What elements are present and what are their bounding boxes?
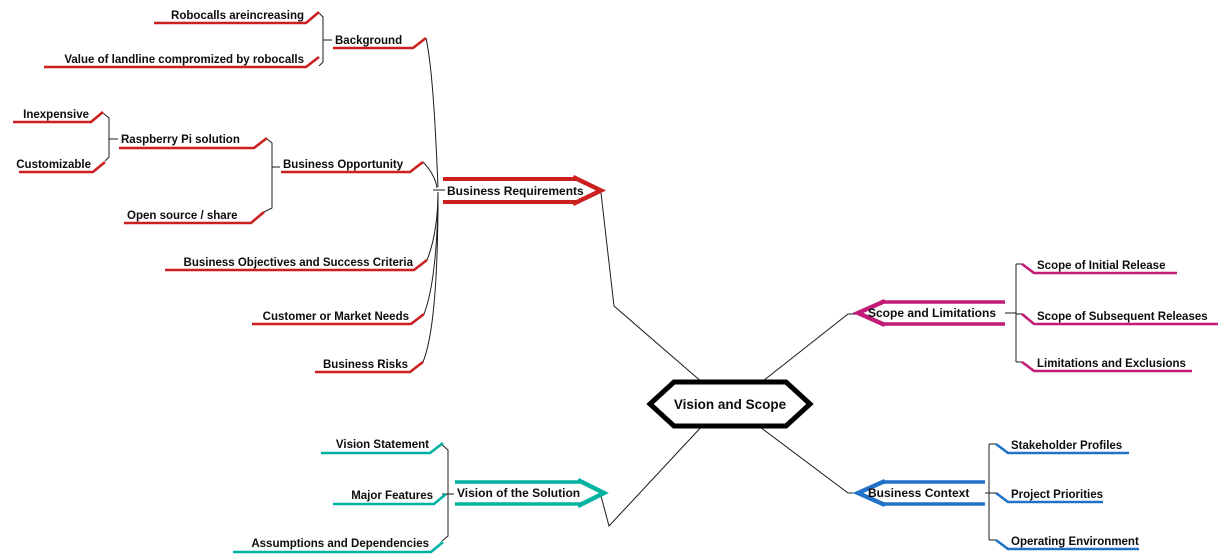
priorities-underline	[995, 491, 1103, 504]
node-business-risks[interactable]: Business Risks	[315, 359, 424, 374]
node-inexpensive[interactable]: Inexpensive	[13, 109, 104, 124]
node-vision-statement[interactable]: Vision Statement	[321, 439, 444, 455]
vision-statement-label: Vision Statement	[336, 439, 429, 451]
branch-business-requirements: Robocalls areincreasing Value of landlin…	[13, 10, 704, 384]
customizable-label: Customizable	[16, 159, 91, 171]
environment-label: Operating Environment	[1011, 536, 1139, 548]
wire-objectives-to-parent	[426, 191, 439, 261]
wire-requirements-to-center	[600, 192, 704, 384]
node-scope-and-limitations[interactable]: Scope and Limitations	[852, 298, 1005, 328]
node-robocalls-increasing[interactable]: Robocalls areincreasing	[154, 10, 320, 25]
limitations-underline	[1021, 360, 1192, 373]
customizable-underline	[19, 161, 106, 174]
assumptions-underline	[233, 541, 444, 554]
stakeholder-underline	[995, 442, 1129, 455]
wire-customer-to-parent	[423, 192, 439, 315]
node-customer-market-needs[interactable]: Customer or Market Needs	[252, 311, 425, 326]
bracket-scope-children	[1015, 263, 1022, 363]
node-stakeholder-profiles[interactable]: Stakeholder Profiles	[995, 440, 1129, 455]
raspberrypi-underline	[119, 136, 268, 150]
major-features-underline	[333, 493, 447, 506]
context-arrowhead	[852, 478, 886, 508]
wire-scope-to-center	[762, 313, 857, 382]
customer-label: Customer or Market Needs	[263, 311, 409, 323]
objectives-label: Business Objectives and Success Criteria	[184, 257, 414, 269]
requirements-arrowhead	[572, 175, 607, 206]
center-label: Vision and Scope	[674, 397, 787, 412]
assumptions-label: Assumptions and Dependencies	[251, 538, 429, 550]
inexpensive-underline	[13, 111, 104, 124]
vision-label: Vision of the Solution	[457, 486, 580, 500]
stakeholder-label: Stakeholder Profiles	[1011, 440, 1122, 452]
risks-label: Business Risks	[323, 359, 408, 371]
node-scope-initial-release[interactable]: Scope of Initial Release	[1021, 260, 1177, 275]
branch-scope-and-limitations: Scope and Limitations Scope of Initial R…	[762, 260, 1218, 382]
risks-underline	[315, 360, 424, 374]
subsequent-releases-label: Scope of Subsequent Releases	[1037, 311, 1208, 323]
background-label: Background	[335, 35, 402, 47]
wire-context-to-center	[759, 426, 857, 494]
bracket-opportunity-children	[263, 138, 280, 213]
wire-background-to-parent	[425, 37, 439, 188]
wire-risks-to-parent	[422, 193, 439, 363]
objectives-underline	[165, 258, 428, 272]
node-business-requirements[interactable]: Business Requirements	[443, 175, 607, 206]
node-customizable[interactable]: Customizable	[16, 159, 106, 174]
node-value-of-landline[interactable]: Value of landline compromized by robocal…	[44, 54, 320, 69]
node-assumptions-dependencies[interactable]: Assumptions and Dependencies	[233, 538, 444, 554]
landline-underline	[44, 55, 320, 69]
node-limitations-exclusions[interactable]: Limitations and Exclusions	[1021, 358, 1192, 373]
node-business-context[interactable]: Business Context	[852, 478, 985, 508]
subsequent-releases-underline	[1021, 313, 1218, 326]
landline-label: Value of landline compromized by robocal…	[64, 54, 304, 66]
branch-vision-of-the-solution: Vision Statement Major Features Assumpti…	[233, 423, 705, 554]
vision-arrowhead	[577, 478, 609, 508]
background-underline	[333, 36, 427, 50]
node-scope-subsequent-releases[interactable]: Scope of Subsequent Releases	[1021, 311, 1218, 326]
opportunity-label: Business Opportunity	[283, 159, 404, 171]
wire-vision-to-center	[600, 423, 705, 528]
bracket-background-children	[318, 12, 332, 67]
node-business-opportunity[interactable]: Business Opportunity	[281, 159, 424, 174]
vision-statement-underline	[321, 441, 444, 455]
environment-underline	[995, 538, 1139, 551]
node-raspberry-pi-solution[interactable]: Raspberry Pi solution	[119, 134, 268, 150]
node-major-features[interactable]: Major Features	[333, 490, 447, 506]
opportunity-underline	[281, 160, 424, 174]
bracket-vision-children	[440, 443, 454, 542]
initial-release-underline	[1021, 262, 1177, 275]
node-business-objectives[interactable]: Business Objectives and Success Criteria	[165, 257, 428, 272]
customer-underline	[252, 312, 425, 326]
opensource-underline	[124, 211, 265, 225]
node-project-priorities[interactable]: Project Priorities	[995, 489, 1103, 504]
center-hexagon	[646, 379, 814, 429]
requirements-label: Business Requirements	[447, 184, 584, 198]
priorities-label: Project Priorities	[1011, 489, 1103, 501]
node-vision-and-scope-center[interactable]: Vision and Scope	[646, 379, 814, 429]
robocalls-label: Robocalls areincreasing	[171, 10, 304, 22]
node-vision-of-the-solution[interactable]: Vision of the Solution	[455, 478, 609, 508]
initial-release-label: Scope of Initial Release	[1037, 260, 1165, 272]
bracket-context-children	[988, 443, 996, 541]
scope-label: Scope and Limitations	[868, 306, 996, 320]
node-open-source-share[interactable]: Open source / share	[124, 210, 265, 225]
robocalls-underline	[154, 11, 320, 25]
raspberrypi-label: Raspberry Pi solution	[121, 134, 240, 146]
wire-opportunity-to-parent	[422, 161, 438, 189]
inexpensive-label: Inexpensive	[23, 109, 89, 121]
limitations-label: Limitations and Exclusions	[1037, 358, 1186, 370]
scope-arrowhead	[852, 298, 886, 328]
context-label: Business Context	[868, 486, 969, 500]
major-features-label: Major Features	[351, 490, 433, 502]
opensource-label: Open source / share	[127, 210, 238, 222]
bracket-raspberrypi-children	[102, 112, 118, 162]
node-background[interactable]: Background	[333, 35, 427, 50]
branch-business-context: Business Context Stakeholder Profiles Pr…	[759, 426, 1139, 551]
node-operating-environment[interactable]: Operating Environment	[995, 536, 1139, 551]
